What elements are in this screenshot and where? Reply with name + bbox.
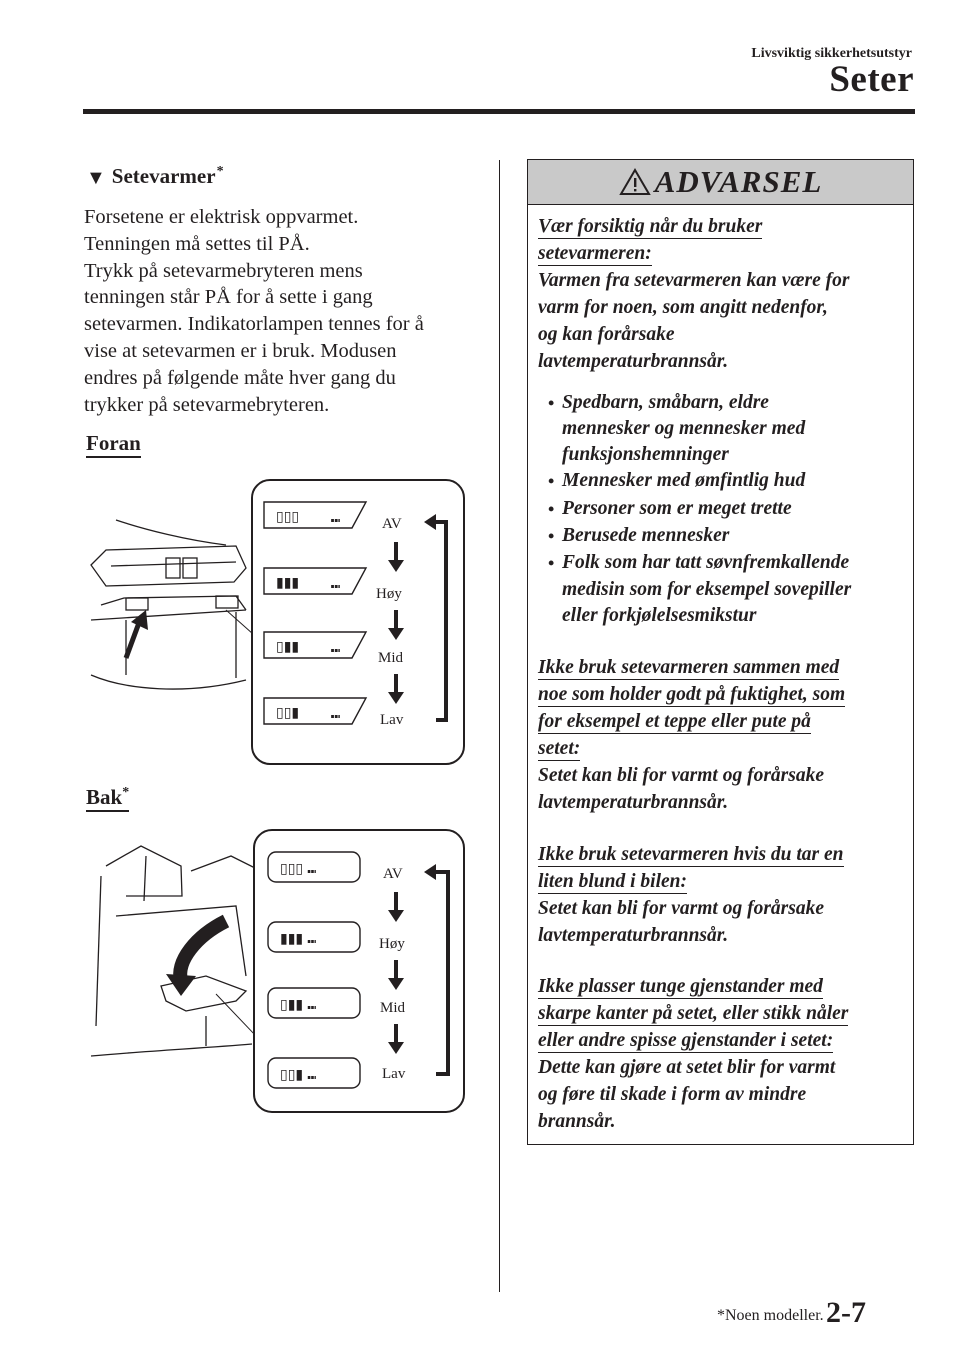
rear-mode-label-high: Høy (379, 936, 405, 952)
warning-text: og føre til skade i form av mindre (538, 1084, 807, 1105)
warning-intro-heading: Vær forsiktig når du bruker (538, 216, 763, 239)
bullet-dot: • (548, 471, 555, 491)
warning-title: ADVARSEL (654, 164, 823, 199)
rear-mode-label-low: Lav (382, 1066, 406, 1082)
body-line: endres på følgende måte hver gang du (84, 366, 396, 389)
rear-switch-low: ▯▯▮ ⑉ (267, 1057, 361, 1089)
bullet-text: Personer som er meget trette (562, 498, 792, 519)
rear-mode-label-off: AV (383, 866, 403, 882)
mode-label-off: AV (382, 516, 402, 532)
svg-text:▯▯▮: ▯▯▮ (276, 705, 299, 721)
bullet-text: Berusede mennesker (562, 525, 730, 546)
body-line: Tenningen må settes til PÅ. (84, 232, 310, 255)
warning-text: og kan forårsake (538, 324, 675, 345)
mode-label-mid: Mid (378, 650, 404, 666)
bullet-dot: • (548, 393, 555, 413)
footer-note: *Noen modeller. (717, 1307, 824, 1324)
bullet-text: eller forkjølelsesmikstur (562, 605, 757, 626)
page-title: Seter (829, 59, 914, 100)
svg-text:⑉: ⑉ (331, 638, 340, 656)
return-bracket (432, 520, 448, 722)
warning-text: lavtemperaturbrannsår. (538, 925, 729, 946)
arrow-icon (123, 619, 143, 659)
bullet-text: medisin som for eksempel sovepiller (562, 579, 852, 600)
warning-text: lavtemperaturbrannsår. (538, 792, 729, 813)
bullet-dot: • (548, 526, 555, 546)
bullet-text: funksjonshemninger (562, 444, 729, 465)
warning-triangle-icon (618, 168, 651, 195)
warning-text: Varmen fra setevarmeren kan være for (538, 270, 850, 291)
bullet-text: Mennesker med ømfintlig hud (562, 470, 806, 491)
switch-panel (251, 479, 465, 765)
rear-switch-high: ▮▮▮ ⑉ (267, 921, 361, 953)
svg-text:▮▮▮: ▮▮▮ (276, 575, 299, 591)
svg-text:▯▯▯: ▯▯▯ (276, 509, 299, 525)
switch-high: ▮▮▮ ⑉ (263, 567, 368, 595)
warning-text: brannsår. (538, 1111, 616, 1132)
warning-block-heading: eller andre spisse gjenstander i setet: (538, 1030, 834, 1053)
warning-block-heading: Ikke plasser tunge gjenstander med (538, 976, 823, 999)
header-rule (83, 109, 915, 114)
curved-arrow-icon (173, 914, 230, 983)
front-label: Foran (86, 431, 141, 458)
warning-intro-heading: setevarmeren: (538, 243, 652, 266)
rear-seat-drawing (90, 845, 262, 1057)
section-title: Livsviktig sikkerhetsutstyr (751, 46, 912, 61)
svg-text:▯▮▮ ⑉: ▯▮▮ ⑉ (280, 997, 317, 1013)
rear-mode-label-mid: Mid (380, 1000, 406, 1016)
svg-text:▮▮▮ ⑉: ▮▮▮ ⑉ (280, 931, 317, 947)
switch-mid: ▯▮▮ ⑉ (263, 631, 368, 659)
warning-header: ADVARSEL (528, 160, 913, 205)
section-heading: ▼ Setevarmer* (86, 164, 224, 192)
rear-seat-heater-illustration: ▯▯▯ ⑉ ▮▮▮ ⑉ ▯▮▮ ⑉ ▯▯▮ ⑉ AV Høy Mid Lav (90, 829, 465, 1113)
body-paragraph: Forsetene er elektrisk oppvarmet. Tennin… (84, 204, 484, 418)
mode-label-low: Lav (380, 712, 404, 728)
rear-switch-mid: ▯▮▮ ⑉ (267, 987, 361, 1019)
rear-switch-panel (253, 829, 465, 1113)
body-line: Forsetene er elektrisk oppvarmet. (84, 206, 359, 228)
warning-text: varm for noen, som angitt nedenfor, (538, 297, 828, 318)
body-line: trykker på setevarmebryteren. (84, 393, 330, 416)
warning-text: lavtemperaturbrannsår. (538, 351, 729, 372)
heading-text: Setevarmer (111, 164, 216, 188)
warning-block-heading: skarpe kanter på setet, eller stikk nåle… (538, 1003, 849, 1026)
warning-block-heading: noe som holder godt på fuktighet, som (538, 684, 846, 707)
front-seat-heater-illustration: ▯▯▯ ⑉ ▮▮▮ ⑉ ▯▮▮ ⑉ ▯▯▮ ⑉ AV Høy Mid Lav (90, 479, 465, 765)
page-number: 2-7 (826, 1296, 866, 1329)
body-line: tenningen står PÅ for å sette i gang (84, 286, 373, 309)
mode-label-high: Høy (376, 586, 402, 602)
warning-block-heading: Ikke bruk setevarmeren hvis du tar en (538, 844, 844, 867)
warning-text: Dette kan gjøre at setet blir for varmt (538, 1057, 836, 1078)
warning-box: ADVARSEL Vær forsiktig når du bruker set… (527, 159, 914, 1145)
warning-block-heading: Ikke bruk setevarmeren sammen med (538, 657, 840, 680)
rear-label: Bak* (86, 785, 130, 812)
arrow-head-icon (131, 610, 148, 630)
triangle-marker-icon: ▼ (86, 167, 106, 189)
bullet-dot: • (548, 553, 555, 573)
svg-text:⑉: ⑉ (331, 704, 340, 722)
body-line: vise at setevarmen er i bruk. Modusen (84, 339, 397, 362)
rear-switch-off: ▯▯▯ ⑉ (267, 851, 361, 883)
warning-block-heading: liten blund i bilen: (538, 871, 687, 894)
body-line: setevarmen. Indikatorlampen tennes for å (84, 313, 424, 336)
dashboard-drawing (90, 519, 247, 690)
model-asterisk: * (216, 164, 224, 179)
warning-block-heading: setet: (538, 738, 581, 761)
bullet-text: Spedbarn, småbarn, eldre (562, 392, 769, 413)
column-divider (499, 160, 500, 1292)
svg-text:▯▯▯ ⑉: ▯▯▯ ⑉ (280, 861, 317, 877)
svg-text:⑉: ⑉ (331, 508, 340, 526)
bullet-dot: • (548, 499, 555, 519)
bullet-text: Folk som har tatt søvnfremkallende (562, 552, 850, 573)
bullet-text: mennesker og mennesker med (562, 418, 806, 439)
warning-text: Setet kan bli for varmt og forårsake (538, 898, 824, 919)
switch-low: ▯▯▮ ⑉ (263, 697, 368, 725)
switch-off: ▯▯▯ ⑉ (263, 501, 368, 529)
svg-text:⑉: ⑉ (331, 574, 340, 592)
body-line: Trykk på setevarmebryteren mens (84, 259, 363, 282)
svg-text:▯▯▮ ⑉: ▯▯▮ ⑉ (280, 1067, 317, 1083)
svg-text:▯▮▮: ▯▮▮ (276, 639, 299, 655)
warning-text: Setet kan bli for varmt og forårsake (538, 765, 824, 786)
warning-block-heading: for eksempel et teppe eller pute på (538, 711, 811, 734)
